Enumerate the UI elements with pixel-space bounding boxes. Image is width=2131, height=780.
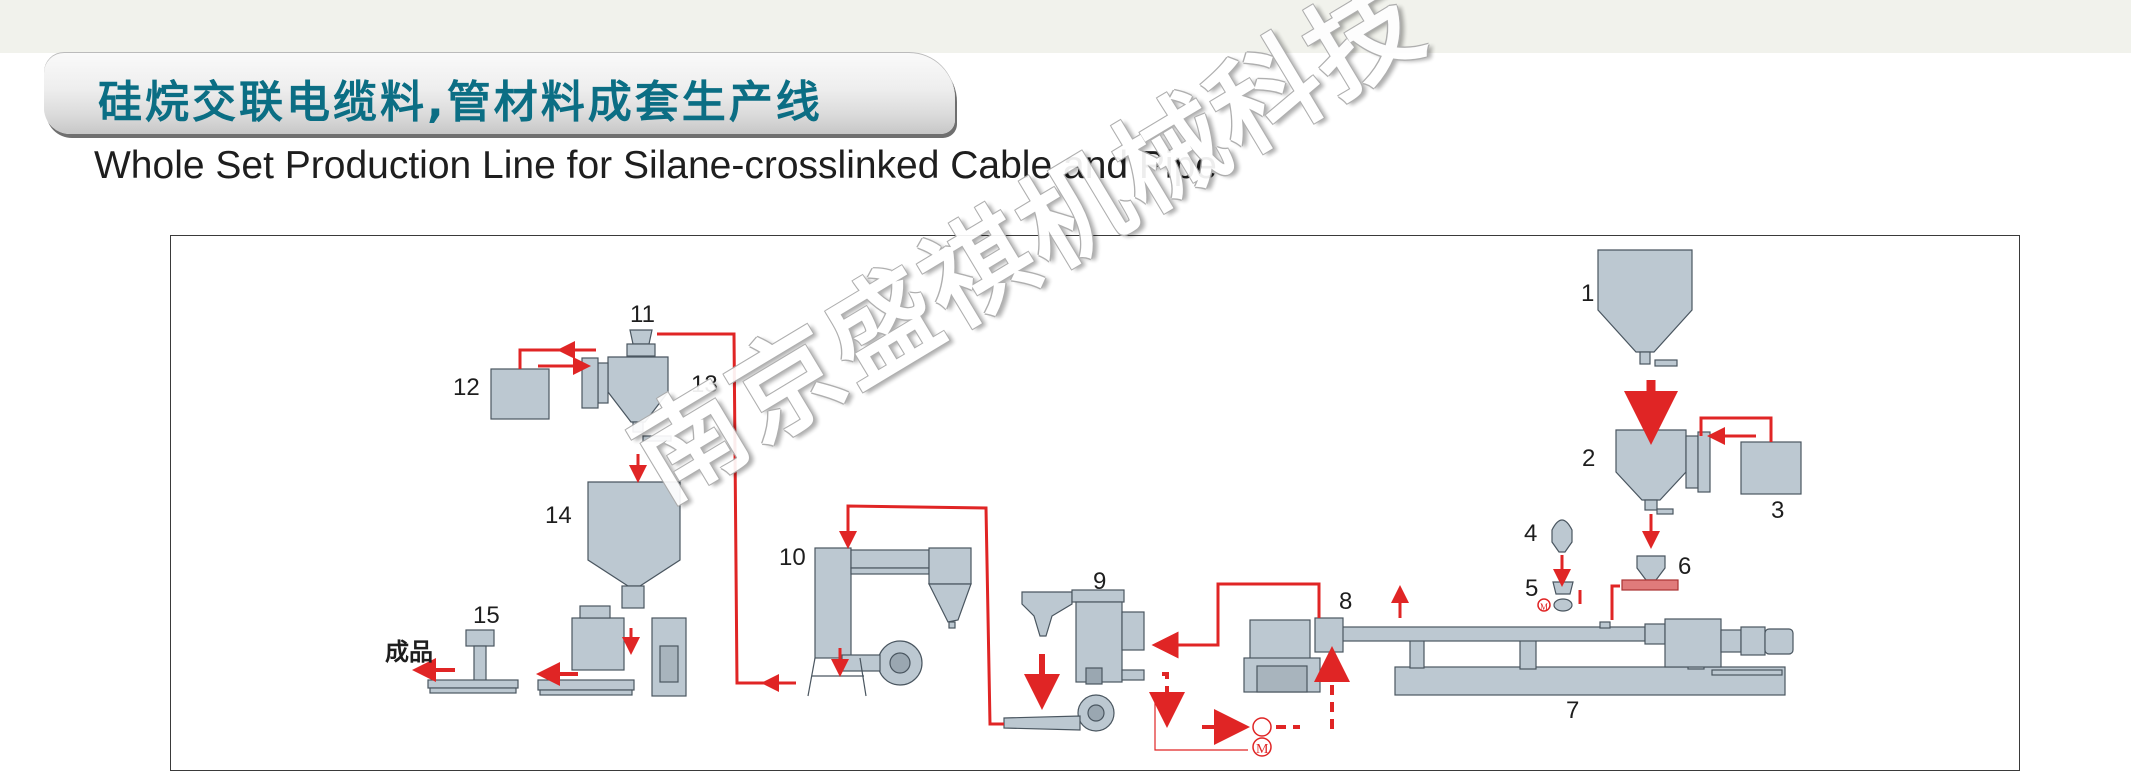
drying-tower-10 — [807, 547, 972, 697]
pump-icon — [1252, 717, 1272, 737]
die-head-8 — [1243, 617, 1344, 693]
title-tab — [44, 52, 955, 134]
label-14: 14 — [545, 502, 572, 529]
label-13: 13 — [691, 371, 718, 398]
label-11: 11 — [630, 301, 655, 328]
flow-line-6 — [1610, 584, 1620, 620]
label-3: 3 — [1771, 497, 1784, 524]
dust-collector-12 — [490, 368, 550, 420]
page-title-chinese: 硅烷交联电缆料,管材料成套生产线 — [98, 77, 823, 128]
flow-arrow-8-9 — [1151, 582, 1321, 659]
motor-symbol-label: M — [1256, 742, 1269, 757]
flow-loop-2-3 — [1699, 416, 1773, 442]
top-band — [0, 0, 2131, 53]
label-6: 6 — [1678, 553, 1691, 580]
weighing-packer-15 — [427, 629, 519, 694]
flow-dashed-pump-8 — [1276, 664, 1332, 729]
label-7: 7 — [1566, 697, 1579, 724]
label-4: 4 — [1524, 520, 1537, 547]
twin-screw-extruder-7 — [1339, 618, 1794, 696]
water-return-line — [1154, 700, 1248, 751]
packing-hopper-14 — [537, 481, 687, 697]
label-8: 8 — [1339, 588, 1352, 615]
centrifugal-dryer-9 — [1003, 589, 1145, 732]
label-15: 15 — [473, 602, 500, 629]
flow-dashed-9-pump — [1149, 672, 1185, 728]
side-feeder-6 — [1621, 555, 1679, 591]
storage-hopper-13 — [581, 356, 672, 442]
liquid-tank-4 — [1551, 519, 1573, 553]
mixer-2 — [1615, 429, 1711, 515]
cyclone-separator-11 — [626, 329, 656, 357]
pump-motor-symbol-label: M — [1540, 602, 1548, 612]
label-5: 5 — [1525, 575, 1538, 602]
product-label: 成品 — [385, 638, 433, 666]
main-hopper-1 — [1597, 249, 1693, 367]
diagram-frame — [170, 235, 2020, 771]
metering-pump-5 — [1552, 581, 1574, 612]
label-10: 10 — [779, 544, 806, 571]
page-title-english: Whole Set Production Line for Silane-cro… — [94, 144, 1217, 187]
label-9: 9 — [1093, 568, 1106, 595]
pump-motor-icon — [1537, 598, 1551, 612]
motor-icon — [1252, 737, 1272, 757]
label-12: 12 — [453, 374, 480, 401]
flow-conveying-9-10 — [839, 504, 1004, 726]
cooler-3 — [1740, 441, 1802, 495]
label-2: 2 — [1582, 445, 1595, 472]
label-1: 1 — [1581, 280, 1594, 307]
